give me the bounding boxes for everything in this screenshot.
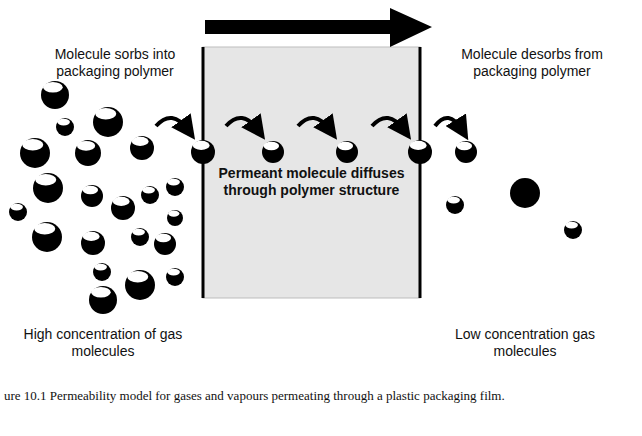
hop-arrow [372, 118, 404, 130]
gas-molecule [167, 210, 183, 226]
annotation-label: High concentration of gas molecules [18, 326, 188, 360]
direction-arrow [205, 8, 432, 47]
annotation-label: Molecule desorbs from packaging polymer [445, 46, 620, 80]
gas-molecules [9, 81, 582, 314]
gas-molecule [111, 196, 135, 220]
molecule-highlight [10, 204, 23, 211]
molecule-highlight [338, 142, 353, 150]
gas-molecule [33, 173, 63, 203]
gas-molecule [75, 140, 101, 166]
gas-molecule [81, 185, 103, 207]
polymer-film [203, 47, 420, 298]
molecule-highlight [95, 108, 116, 119]
gas-molecule [89, 286, 117, 314]
gas-molecule [564, 221, 582, 239]
gas-molecule [510, 178, 540, 208]
molecule-highlight [77, 141, 95, 151]
gas-molecule [191, 140, 215, 164]
gas-molecule [93, 107, 123, 137]
annotation-label: Low concentration gas molecules [450, 326, 600, 360]
molecule-highlight [35, 174, 56, 185]
film-label: Permeant molecule diffuses through polym… [217, 165, 406, 199]
molecule-highlight [142, 187, 155, 194]
molecule-highlight [91, 287, 111, 298]
gas-molecule [41, 81, 69, 109]
molecule-highlight [167, 179, 180, 186]
molecule-highlight [410, 141, 427, 150]
film-edge [419, 47, 422, 298]
gas-molecule [9, 203, 27, 221]
molecule-highlight [167, 269, 180, 276]
molecule-highlight [94, 264, 107, 271]
gas-molecule [166, 268, 184, 286]
gas-molecule [125, 270, 155, 300]
gas-molecule [56, 118, 74, 136]
molecule-highlight [43, 82, 63, 93]
hop-arrow [226, 118, 258, 130]
annotation-label: Molecule sorbs into packaging polymer [28, 46, 203, 80]
hop-arrow [156, 118, 188, 130]
molecule-highlight [168, 211, 179, 217]
molecule-highlight [83, 232, 100, 241]
hop-arrow [435, 118, 462, 130]
molecule-highlight [457, 142, 472, 150]
molecule-highlight [127, 271, 148, 282]
polymer-film-box: Permeant molecule diffuses through polym… [203, 47, 420, 298]
molecule-highlight [193, 141, 210, 150]
molecule-highlight [264, 142, 279, 150]
gas-molecule [93, 263, 111, 281]
gas-molecule [20, 138, 50, 168]
gas-molecule [81, 231, 105, 255]
film-edge [202, 47, 205, 298]
molecule-highlight [22, 139, 43, 150]
gas-molecule [131, 228, 149, 246]
gas-molecule [166, 178, 184, 196]
hop-arrow [298, 118, 330, 130]
gas-molecule [141, 186, 159, 204]
figure-caption: ure 10.1 Permeability model for gases an… [4, 388, 505, 404]
molecule-highlight [132, 229, 145, 236]
gas-molecule [262, 141, 284, 163]
gas-molecule [154, 233, 176, 255]
molecule-highlight [132, 137, 149, 146]
gas-molecule [130, 136, 154, 160]
hop-arrows [156, 118, 462, 130]
molecule-highlight [34, 223, 55, 234]
molecule-highlight [565, 222, 578, 229]
molecule-highlight [57, 119, 70, 126]
gas-molecule [446, 196, 464, 214]
molecule-highlight [83, 186, 98, 194]
molecule-highlight [156, 234, 171, 242]
gas-molecule [336, 141, 358, 163]
gas-molecule [32, 222, 62, 252]
molecule-highlight [447, 197, 460, 204]
gas-molecule [408, 140, 432, 164]
molecule-highlight [113, 197, 130, 206]
gas-molecule [455, 141, 477, 163]
